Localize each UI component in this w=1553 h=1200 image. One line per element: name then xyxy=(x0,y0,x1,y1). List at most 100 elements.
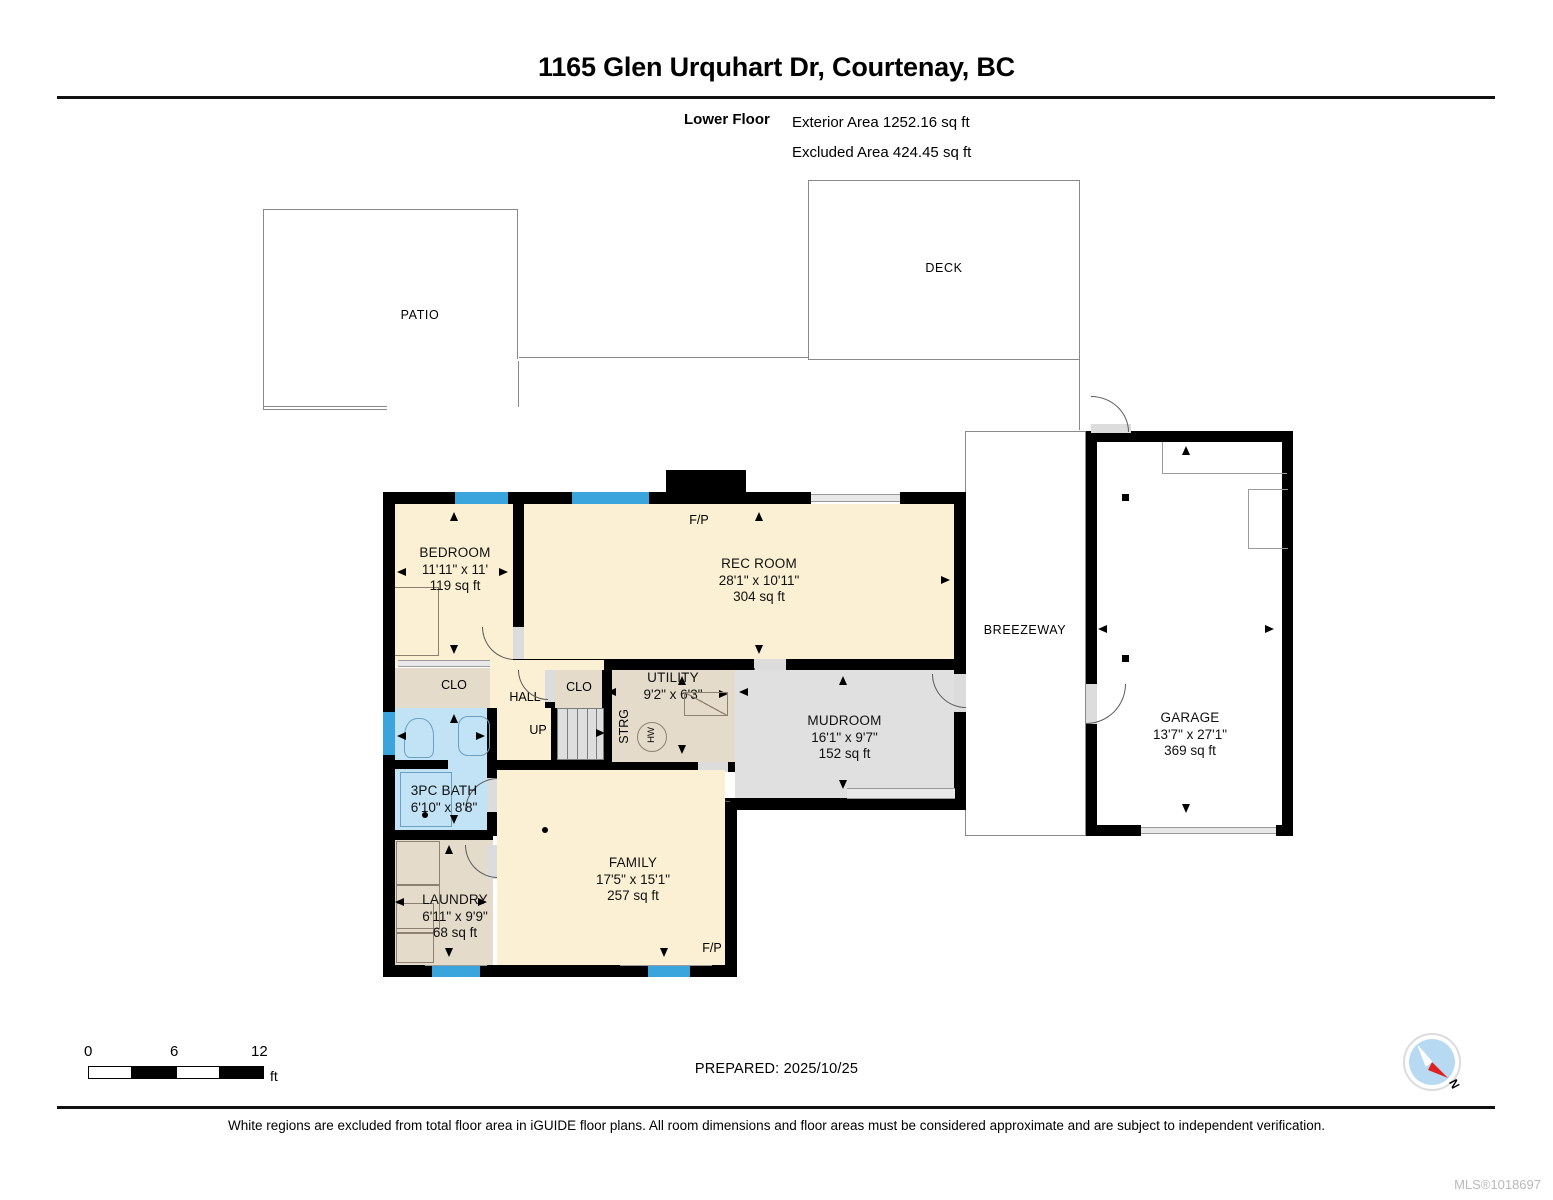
bedroom-window-top xyxy=(455,492,508,504)
strg-wall-left xyxy=(602,708,612,763)
family-dim: 17'5" x 15'1" xyxy=(595,871,671,887)
bedroom-name: BEDROOM xyxy=(419,545,491,560)
bath-dim: 6'10" x 8'8" xyxy=(410,799,478,815)
hot-water-tank xyxy=(637,722,667,752)
sink-fixture xyxy=(458,716,490,756)
closet-left-door xyxy=(398,660,510,667)
bedroom-closet-fixture xyxy=(395,587,439,656)
compass-icon xyxy=(1403,1033,1461,1091)
utility-family-door-leaf[interactable] xyxy=(698,762,728,772)
mudroom-label: MUDROOM 16'1" x 9'7" 152 sq ft xyxy=(762,713,927,763)
shower-fixture xyxy=(400,772,452,827)
garage-post-1 xyxy=(1122,494,1129,501)
garage-wall-bottom-right xyxy=(1276,825,1293,836)
patio-region-lower xyxy=(263,406,387,410)
patio-label: PATIO xyxy=(400,308,440,322)
garage-dim-arrow-left xyxy=(1098,625,1107,633)
bath-dim-arrow-down xyxy=(450,815,458,824)
family-ceiling-fixture xyxy=(542,827,548,833)
rec-room-slider-door[interactable] xyxy=(811,494,900,502)
prepared-date: PREPARED: 2025/10/25 xyxy=(694,1061,859,1077)
patio-mid-strip xyxy=(517,357,812,361)
utility-dim-arrow-left xyxy=(607,688,616,696)
house-wall-top-fireplace xyxy=(666,470,746,504)
breezeway-label: BREEZEWAY xyxy=(983,623,1067,637)
footer-divider xyxy=(57,1106,1495,1109)
bath-fixture-arrow-right xyxy=(476,732,485,740)
garage-area: 369 sq ft xyxy=(1164,743,1216,758)
family-area: 257 sq ft xyxy=(607,888,659,903)
toilet-fixture xyxy=(404,718,434,758)
garage-wall-left xyxy=(1086,431,1097,836)
closet-left-label: CLO xyxy=(441,678,467,692)
dryer-fixture xyxy=(396,841,440,885)
garage-door[interactable] xyxy=(1141,827,1276,834)
laundry-dim-arrow-down xyxy=(445,948,453,957)
garage-side-door-swing xyxy=(1091,396,1129,432)
laundry-dim-arrow-left xyxy=(395,898,404,906)
bedroom-door-leaf[interactable] xyxy=(513,627,524,661)
bedroom-area: 119 sq ft xyxy=(429,578,481,593)
compass-rose: N xyxy=(1398,1028,1470,1100)
scale-tick-0: 0 xyxy=(84,1043,93,1060)
laundry-counter-1 xyxy=(396,903,434,933)
patio-region xyxy=(263,209,519,407)
bath-window-left xyxy=(383,712,395,755)
closet-mid-label: CLO xyxy=(566,680,592,694)
house-wall-mud-bottom xyxy=(725,798,966,810)
scale-seg-2 xyxy=(132,1066,176,1079)
scale-unit: ft xyxy=(270,1068,278,1084)
rec-room-bottom-wall2 xyxy=(786,659,954,670)
bedroom-dim-arrow-left xyxy=(397,568,406,576)
house-wall-top-right2 xyxy=(900,492,966,504)
scale-tick-6: 6 xyxy=(170,1043,179,1060)
up-label: UP xyxy=(529,723,547,737)
garage-dim-arrow-down xyxy=(1182,804,1190,813)
utility-equipment-diag xyxy=(684,692,728,716)
mudroom-name: MUDROOM xyxy=(807,713,882,728)
garage-dim: 13'7" x 27'1" xyxy=(1152,726,1228,742)
rec-dim-arrow-down xyxy=(755,645,763,654)
garage-dim-arrow-right xyxy=(1265,625,1274,633)
excluded-area: Excluded Area 424.45 sq ft xyxy=(792,144,972,161)
fireplace-label-bottom: F/P xyxy=(702,941,722,955)
utility-bottom-wall xyxy=(602,762,735,772)
scale-tick-12: 12 xyxy=(251,1043,268,1060)
house-wall-right-upper xyxy=(954,492,966,810)
bath-label: 3PC BATH 6'10" x 8'8" xyxy=(386,783,502,816)
rec-mud-door-leaf[interactable] xyxy=(754,659,786,670)
mudroom-dim: 16'1" x 9'7" xyxy=(811,729,878,745)
closet-mid-door-leaf[interactable] xyxy=(545,670,555,702)
garage-shelf-right xyxy=(1248,489,1288,549)
bath-wall-right xyxy=(487,708,497,778)
laundry-counter-2 xyxy=(396,933,434,963)
stair-wall-left xyxy=(551,708,560,766)
disclaimer-text: White regions are excluded from total fl… xyxy=(227,1118,1326,1133)
mudroom-dim-arrow-left xyxy=(739,688,748,696)
bedroom-rec-divider xyxy=(513,504,524,627)
garage-shelf-top xyxy=(1162,442,1287,474)
laundry-dim-arrow-right xyxy=(478,898,487,906)
laundry-label: LAUNDRY 6'11" x 9'9" 68 sq ft xyxy=(404,892,506,942)
mudroom-region xyxy=(735,670,954,798)
family-label: FAMILY 17'5" x 15'1" 257 sq ft xyxy=(560,855,706,905)
breezeway-region xyxy=(965,431,1086,836)
family-region xyxy=(497,770,725,965)
laundry-window-bottom xyxy=(432,965,480,977)
bath-name: 3PC BATH xyxy=(410,783,478,798)
laundry-area: 68 sq ft xyxy=(432,925,478,940)
exterior-area: Exterior Area 1252.16 sq ft xyxy=(792,114,970,131)
bath-wall-right2 xyxy=(487,812,497,836)
bath-dim-arrow-up xyxy=(450,714,458,723)
stair-wall-bottom xyxy=(490,760,604,770)
mudroom-dim-arrow-down xyxy=(839,780,847,789)
rec-room-name: REC ROOM xyxy=(721,556,797,571)
header-divider xyxy=(57,96,1495,99)
page-title: 1165 Glen Urquhart Dr, Courtenay, BC xyxy=(538,52,1015,82)
laundry-name: LAUNDRY xyxy=(422,892,488,907)
rec-room-label: REC ROOM 28'1" x 10'11" 304 sq ft xyxy=(676,556,842,606)
stair-direction-arrow xyxy=(596,729,605,737)
patio-right-wall xyxy=(517,209,519,359)
bath-fixture-arrow-left xyxy=(397,732,406,740)
